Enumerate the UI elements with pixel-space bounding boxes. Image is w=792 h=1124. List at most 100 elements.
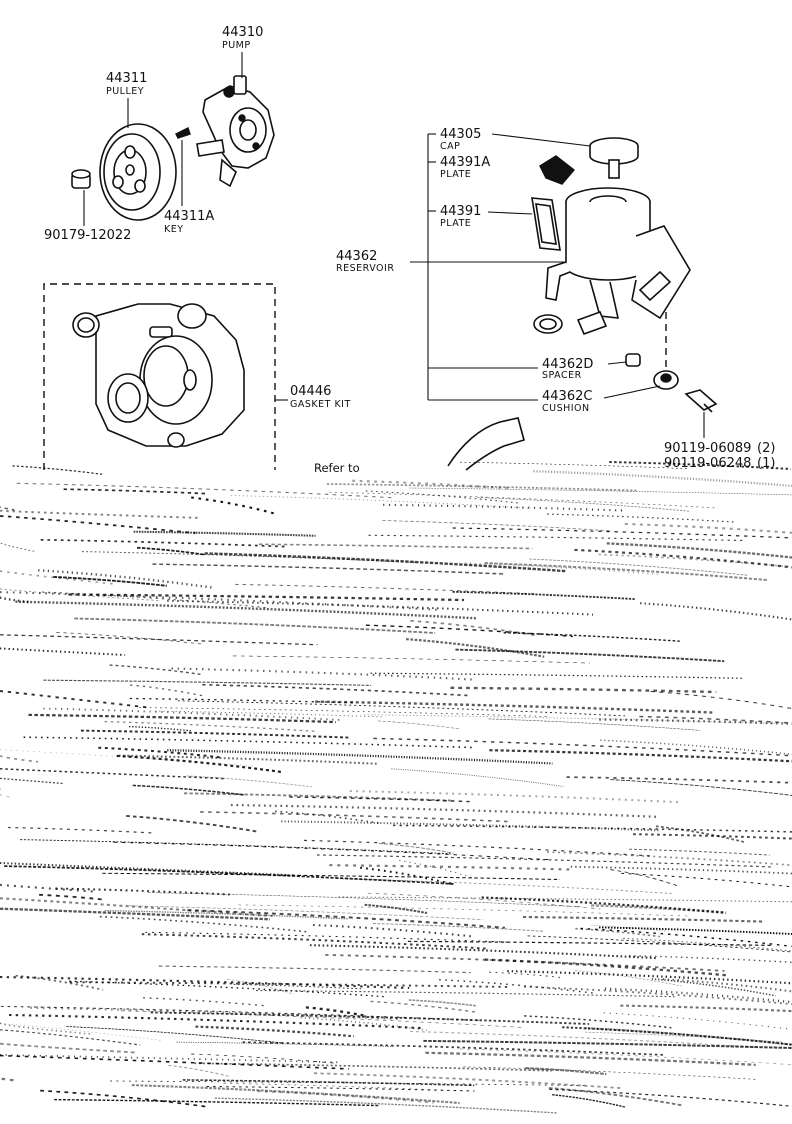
scan-streak (182, 1079, 475, 1087)
scan-streak (367, 892, 601, 910)
scan-streak (336, 878, 672, 894)
scan-streak (452, 527, 792, 539)
scan-streak (326, 483, 637, 492)
scan-streak (0, 1029, 141, 1046)
plate-name: PLATE (440, 218, 471, 229)
scan-streak (628, 955, 792, 963)
scan-streak (0, 509, 201, 519)
scan-streak (503, 632, 680, 642)
scan-streak (0, 647, 126, 656)
reservoir-illustration (533, 187, 691, 336)
scan-streak (0, 768, 225, 780)
plate-a-illustration (539, 155, 576, 185)
scan-streak (143, 997, 268, 1007)
scan-streak (152, 563, 506, 575)
scan-streak (600, 739, 792, 756)
scan-streak (489, 749, 792, 763)
scan-streak (4, 865, 456, 885)
scan-streak (378, 842, 454, 854)
scan-streak (145, 931, 510, 943)
pulley-illustration (99, 123, 177, 221)
scan-streak (39, 893, 102, 901)
scan-streak (309, 944, 658, 960)
scan-streak (99, 915, 310, 933)
scan-streak (183, 792, 454, 802)
scan-streak (0, 1023, 162, 1041)
scan-streak (0, 515, 196, 534)
scan-streak (0, 1054, 350, 1070)
scan-streak (0, 780, 13, 799)
scan-streak (459, 1048, 792, 1066)
scan-streak (425, 1051, 756, 1067)
bolt-illustration (684, 389, 718, 413)
scan-streak (66, 1026, 284, 1044)
scan-streak (463, 1066, 757, 1080)
spacer-number: 44362D (542, 357, 593, 372)
scan-streak (574, 970, 682, 987)
scan-streak (300, 1016, 427, 1031)
scan-streak (620, 1004, 792, 1013)
scan-streak (393, 824, 792, 833)
scan-streak (176, 1041, 394, 1047)
scan-streak (533, 470, 792, 488)
scan-streak (368, 534, 744, 542)
scan-streak (102, 872, 561, 881)
scan-streak (200, 811, 509, 823)
scan-streak (136, 546, 205, 556)
scan-streak (43, 679, 372, 686)
scan-streak (130, 684, 204, 697)
plate-a-number: 44391A (440, 155, 490, 170)
spacer-name: SPACER (542, 370, 582, 381)
cap-illustration (589, 137, 639, 179)
scan-streak (650, 690, 792, 710)
scan-streak (623, 937, 792, 952)
spacer-leader (607, 361, 627, 365)
scan-streak (546, 851, 792, 867)
scan-streak (610, 869, 680, 887)
scan-streak (575, 927, 661, 938)
pump-number: 44310 (222, 25, 263, 40)
scan-streak (603, 1012, 792, 1030)
scan-streak (40, 538, 285, 548)
scan-streak (23, 736, 475, 749)
scan-streak (258, 543, 533, 550)
scan-streak (0, 690, 147, 709)
scan-streak (98, 746, 222, 759)
scan-streak (303, 839, 652, 857)
key-illustration (175, 127, 191, 139)
scan-streak (481, 896, 727, 914)
scan-streak (120, 1010, 525, 1028)
scan-streak (525, 1067, 607, 1076)
scan-streak (325, 954, 725, 972)
scan-streak (155, 710, 383, 718)
scan-streak (0, 540, 36, 552)
scan-streak (609, 461, 791, 470)
scan-streak (410, 619, 535, 636)
scan-streak (329, 864, 575, 871)
cap-leader (491, 133, 591, 147)
reservoir-number: 44362 (336, 249, 377, 264)
cushion-leader (603, 385, 661, 399)
scan-streak (139, 707, 547, 717)
scan-streak (195, 1025, 355, 1038)
scan-streak (408, 999, 477, 1007)
scan-streak (409, 487, 792, 496)
scan-streak (126, 814, 259, 833)
scan-streak (202, 683, 472, 697)
scan-streak (38, 569, 214, 589)
cap-number: 44305 (440, 127, 481, 142)
scan-streak (223, 1082, 445, 1091)
scan-streak (370, 672, 743, 679)
scan-streak (507, 970, 792, 985)
scan-streak (109, 664, 201, 675)
scan-streak (214, 1097, 558, 1114)
scan-streak (315, 700, 713, 714)
scan-streak (548, 1087, 684, 1107)
pulley-name: PULLEY (106, 86, 144, 97)
scan-streak (118, 754, 378, 765)
cushion-illustration (653, 370, 679, 390)
scan-streak (399, 860, 473, 879)
scan-streak (238, 904, 690, 917)
scan-streak (574, 548, 792, 569)
